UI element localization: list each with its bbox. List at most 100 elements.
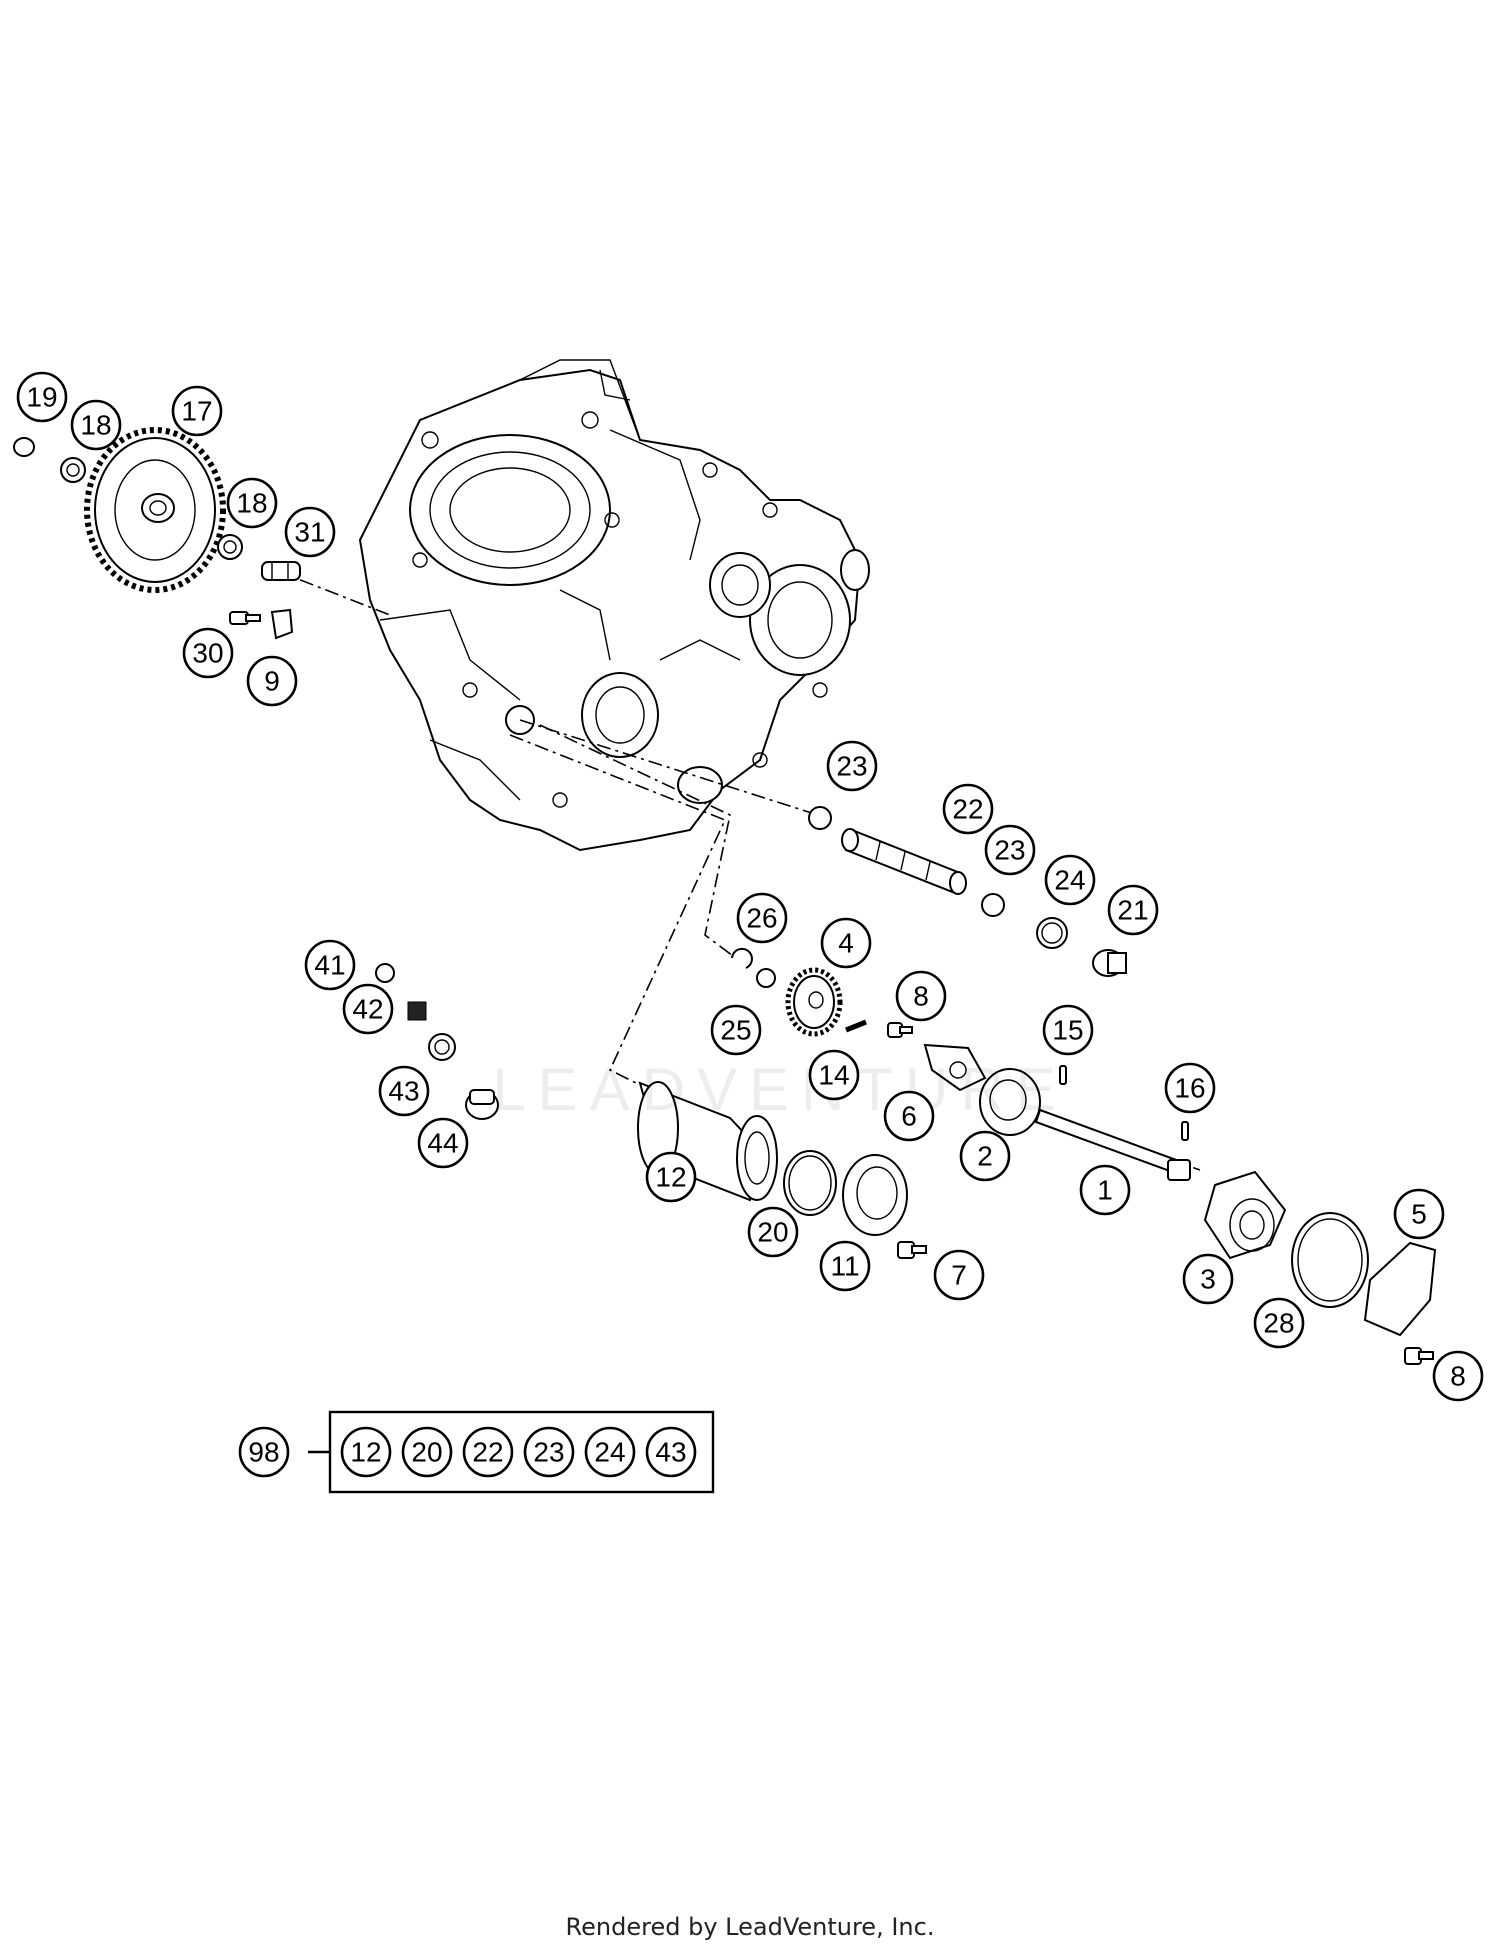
callout-label: 15 [1052, 1015, 1083, 1046]
pin-14 [845, 1019, 867, 1033]
washer-18-left [60, 457, 86, 483]
callout-label: 12 [655, 1162, 686, 1193]
rotor-2 [979, 1068, 1041, 1136]
o-ring-23-upper [808, 806, 832, 830]
callout-label: 25 [720, 1015, 751, 1046]
washer-18-right [217, 534, 243, 560]
svg-text:22: 22 [472, 1437, 503, 1468]
kit-item-callout: 22 [462, 1426, 514, 1478]
circlip-26 [731, 947, 753, 969]
spring-42 [407, 1001, 427, 1021]
kit-item-callout: 12 [340, 1426, 392, 1478]
callout-label: 4 [838, 928, 854, 959]
callout-c8a: 8 [895, 970, 947, 1022]
callout-label: 7 [951, 1260, 967, 1291]
callout-c17: 17 [171, 385, 223, 437]
callout-c12: 12 [645, 1151, 697, 1203]
callout-label: 8 [1450, 1361, 1466, 1392]
callout-label: 30 [192, 638, 223, 669]
callout-c42: 42 [342, 983, 394, 1035]
washer-25 [756, 968, 776, 988]
watermark: LEADVENTURE [492, 1056, 1067, 1123]
callout-label: 6 [901, 1101, 917, 1132]
kit-number-callout: 98 [238, 1426, 290, 1478]
callout-label: 26 [746, 903, 777, 934]
callout-c18a: 18 [70, 399, 122, 451]
callout-c15: 15 [1042, 1004, 1094, 1056]
callout-label: 2 [977, 1141, 993, 1172]
callout-label: 14 [818, 1060, 849, 1091]
footer-credit: Rendered by LeadVenture, Inc. [565, 1913, 935, 1941]
callout-c6: 6 [883, 1090, 935, 1142]
callout-label: 41 [314, 950, 345, 981]
callout-label: 22 [952, 794, 983, 825]
callout-label: 17 [181, 396, 212, 427]
callout-c25: 25 [710, 1004, 762, 1056]
callout-label: 19 [26, 382, 57, 413]
lock-plate-9 [270, 608, 294, 640]
callout-label: 23 [836, 751, 867, 782]
kit-box [328, 1410, 715, 1494]
filter-shaft-22 [841, 828, 967, 895]
callout-label: 8 [913, 981, 929, 1012]
screw-8-upper [887, 1022, 913, 1038]
callout-c26: 26 [736, 892, 788, 944]
kit-item-callout: 23 [523, 1426, 575, 1478]
callout-c1: 1 [1079, 1164, 1131, 1216]
callout-c3: 3 [1182, 1253, 1234, 1305]
callout-c20: 20 [747, 1206, 799, 1258]
callout-c23b: 23 [984, 824, 1036, 876]
shaft-31 [261, 561, 301, 581]
pump-shaft-1 [1034, 1108, 1192, 1181]
kit-item-callout: 20 [401, 1426, 453, 1478]
callout-label: 18 [80, 410, 111, 441]
gear-17 [84, 427, 226, 593]
callout-label: 5 [1411, 1199, 1427, 1230]
plug-21 [1092, 949, 1127, 977]
callout-label: 43 [388, 1076, 419, 1107]
callout-label: 3 [1200, 1264, 1216, 1295]
callout-label: 9 [264, 666, 280, 697]
svg-text:98: 98 [248, 1437, 279, 1468]
kit-item-callout: 43 [645, 1426, 697, 1478]
callout-c43: 43 [378, 1065, 430, 1117]
callout-label: 24 [1054, 865, 1085, 896]
engine-crankcase [358, 359, 870, 852]
washer-43 [428, 1033, 456, 1061]
callout-label: 23 [994, 835, 1025, 866]
callout-c30: 30 [182, 627, 234, 679]
callout-label: 21 [1117, 895, 1148, 926]
pin-15 [1059, 1065, 1067, 1085]
kit-group-98 [308, 1410, 715, 1494]
svg-text:20: 20 [411, 1437, 442, 1468]
svg-text:43: 43 [655, 1437, 686, 1468]
gasket-5 [1363, 1241, 1437, 1337]
callout-label: 16 [1174, 1073, 1205, 1104]
callout-label: 31 [294, 517, 325, 548]
callout-c2: 2 [959, 1130, 1011, 1182]
callout-c22: 22 [942, 783, 994, 835]
circlip-19 [13, 437, 35, 457]
callout-label: 44 [427, 1128, 458, 1159]
screw-8-lower [1404, 1347, 1434, 1365]
gear-4 [785, 967, 843, 1037]
bolt-7 [897, 1241, 927, 1259]
callout-c9: 9 [246, 655, 298, 707]
callout-c5: 5 [1393, 1188, 1445, 1240]
callout-c18b: 18 [226, 477, 278, 529]
svg-text:23: 23 [533, 1437, 564, 1468]
filter-cover-11 [842, 1154, 908, 1236]
callout-c28: 28 [1253, 1297, 1305, 1349]
ball-41 [375, 963, 395, 983]
callout-c8b: 8 [1432, 1350, 1484, 1402]
cover-plate-6 [923, 1043, 987, 1092]
callout-c44: 44 [417, 1117, 469, 1169]
o-ring-23-lower [981, 893, 1005, 917]
o-ring-20 [783, 1150, 837, 1216]
callout-c41: 41 [304, 939, 356, 991]
o-ring-28 [1291, 1212, 1369, 1308]
svg-text:12: 12 [350, 1437, 381, 1468]
